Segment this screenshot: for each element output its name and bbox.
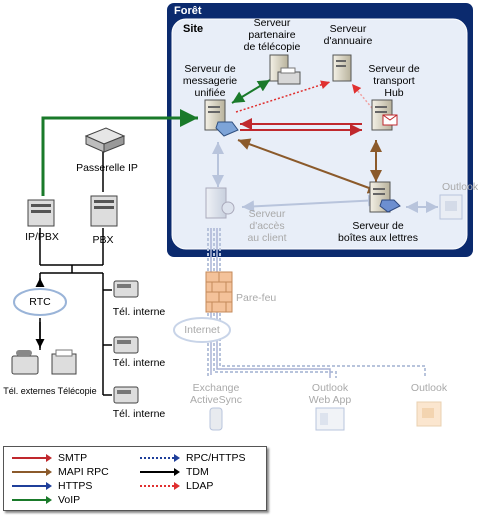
voip-link <box>41 109 198 196</box>
fax-partner-server-icon <box>269 54 301 85</box>
directory-server-label: Serveur d'annuaire <box>323 23 373 47</box>
external-phone-icon <box>11 350 39 375</box>
fax-partner-server-label: Serveur partenaire de télécopie <box>243 17 301 53</box>
internal-phone-icon-3 <box>113 386 139 404</box>
cas-to-mailbox-link <box>241 194 381 213</box>
rtc-label: RTC <box>29 296 51 308</box>
legend-box: SMTP MAPI RPC HTTPS VoIP RPC/HTTPS TDM L… <box>3 446 267 511</box>
mailbox-server-icon <box>369 181 401 213</box>
tdm-links <box>39 228 112 396</box>
forest-zone-label: Forêt <box>174 5 202 17</box>
hub-to-directory-ldap <box>351 83 373 109</box>
ip-pbx-icon <box>27 199 55 227</box>
hub-transport-server-label: Serveur de transport Hub <box>368 63 420 99</box>
outlook-right-icon <box>439 194 463 220</box>
ua-to-fax-voip <box>231 79 271 104</box>
client-access-server-icon <box>205 187 235 219</box>
outlook-bottom-icon <box>416 401 442 427</box>
rtc-cloud-icon <box>13 288 67 316</box>
unified-messaging-server-icon <box>204 99 239 137</box>
activesync-device-icon <box>209 407 223 431</box>
internet-cloud-icon <box>173 317 231 343</box>
internal-phone-label-2: Tél. interne <box>112 357 166 369</box>
internal-phone-label-3: Tél. interne <box>112 408 166 420</box>
activesync-label: Exchange ActiveSync <box>190 382 242 406</box>
client-access-server-label: Serveur d'accès au client <box>247 208 287 244</box>
outlook-right-label: Outlook <box>442 181 478 193</box>
firewall-icon <box>205 271 233 313</box>
firewall-label: Pare-feu <box>236 292 277 304</box>
mailbox-server-label: Serveur de boîtes aux lettres <box>338 220 418 244</box>
internet-label: Internet <box>184 324 220 336</box>
ip-gateway-icon <box>84 127 126 153</box>
pbx-label: PBX <box>92 234 114 246</box>
site-zone-label: Site <box>183 23 204 35</box>
directory-server-icon <box>332 54 352 82</box>
outlook-bottom-label: Outlook <box>410 382 448 394</box>
ua-to-directory-ldap <box>235 80 331 113</box>
hub-transport-server-icon <box>371 99 398 131</box>
ip-pbx-label: IP/PBX <box>25 231 59 243</box>
unified-messaging-server-label: Serveur de messagerie unifiée <box>182 63 238 99</box>
external-fax-icon <box>51 349 77 375</box>
ip-gateway-label: Passerelle IP <box>76 162 138 174</box>
internal-phone-icon-1 <box>113 280 139 298</box>
internal-phone-label-1: Tél. interne <box>112 306 166 318</box>
external-phones-label: Tél. externes Télécopie <box>3 386 97 396</box>
pbx-icon <box>90 195 118 227</box>
internal-phone-icon-2 <box>113 336 139 354</box>
owa-label: Outlook Web App <box>308 382 352 406</box>
owa-window-icon <box>315 407 345 431</box>
ua-mailbox-mapi <box>237 138 381 194</box>
